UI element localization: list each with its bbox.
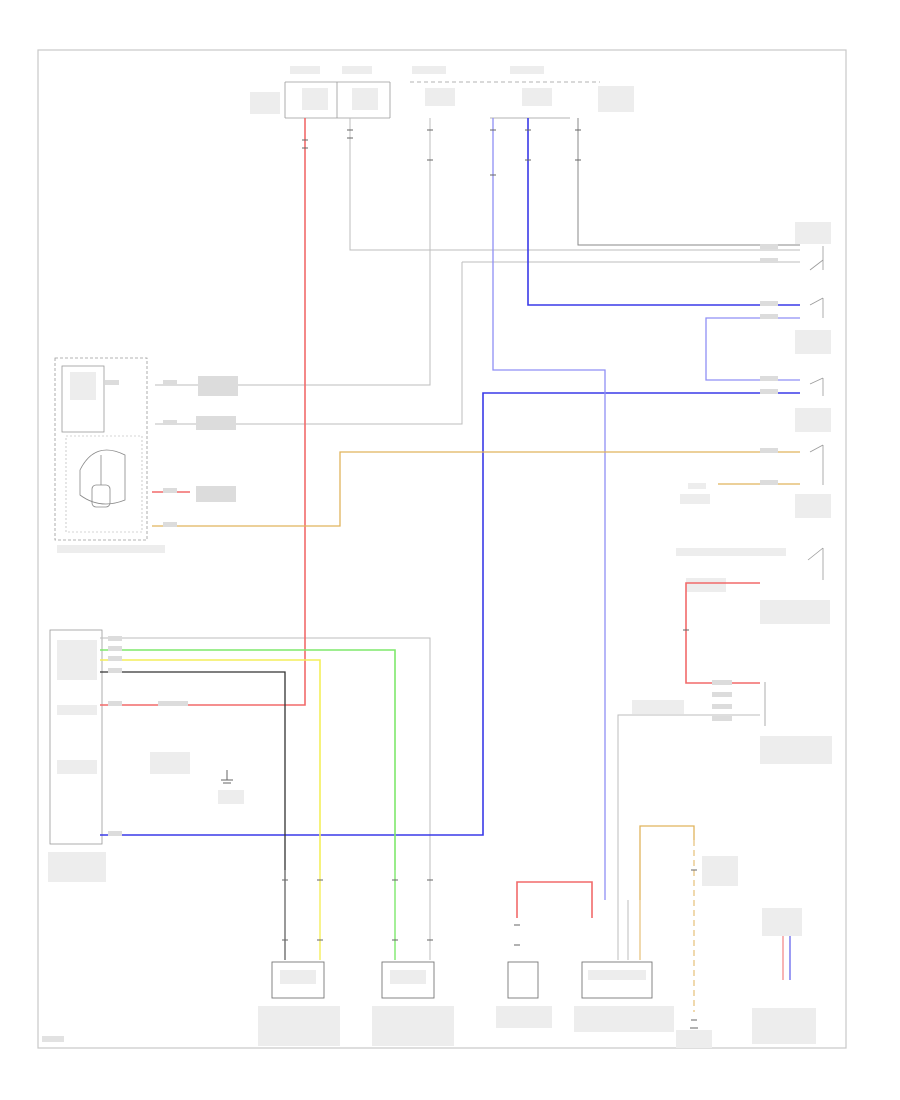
wire-lightgray	[100, 118, 800, 900]
driver-buckle-switch-symbol	[258, 961, 340, 1046]
wire-gray	[577, 118, 800, 246]
seat-belt-control-ecu-block	[48, 629, 244, 882]
ground-symbol	[221, 770, 698, 1029]
passenger-buckle-switch-symbol	[372, 961, 454, 1046]
wire-orange	[152, 451, 800, 900]
connector-marks	[282, 129, 697, 1021]
wire-black	[100, 671, 286, 870]
wire-blue	[100, 118, 800, 836]
diagram-frame	[37, 49, 847, 1049]
occupant-classification-ecu-symbol	[574, 961, 674, 1032]
top-block-labels	[250, 66, 634, 114]
pin-label-marks	[105, 244, 778, 836]
right-block-labels	[632, 222, 832, 764]
occupant-detection-sensor-symbol	[496, 961, 552, 1028]
wire-green	[100, 649, 396, 870]
wire-yellow	[100, 659, 321, 870]
right-switch-blocks	[764, 246, 824, 726]
top-power-blocks	[284, 81, 600, 119]
combination-meter-block	[54, 357, 165, 553]
wire-bottom-stubs	[284, 840, 791, 1012]
seat-position-sensor-symbol	[676, 856, 816, 1048]
wire-lightblue	[492, 118, 800, 900]
footer-code-mark	[42, 1036, 64, 1042]
